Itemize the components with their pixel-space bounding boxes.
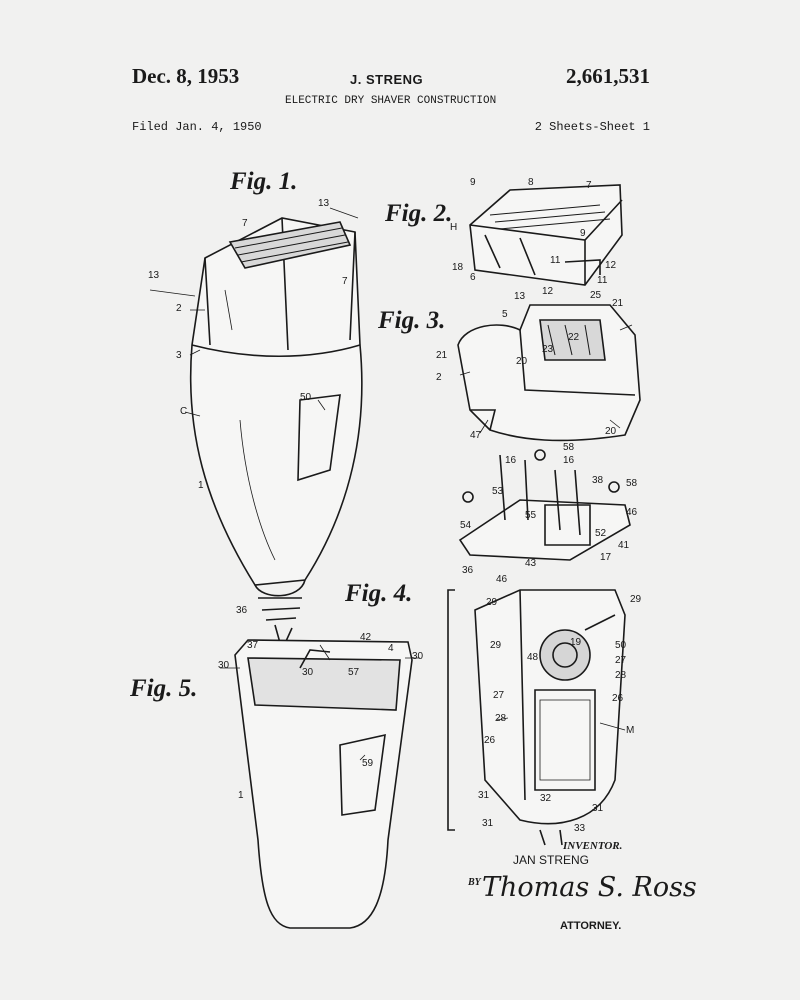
ref-numeral: 22 [568, 332, 580, 343]
fig4-exploded-motor-drawing [447, 449, 631, 846]
ref-numeral: 54 [460, 520, 472, 531]
by-label: BY [468, 877, 481, 888]
ref-numeral: 30 [302, 667, 314, 678]
ref-numeral: 28 [495, 713, 507, 724]
ref-numeral: 29 [486, 597, 498, 608]
ref-numeral: 13 [148, 270, 160, 281]
ref-numeral: 53 [492, 486, 504, 497]
ref-numeral: 3 [176, 350, 182, 361]
ref-numeral: 50 [300, 392, 312, 403]
ref-numeral: 46 [496, 574, 508, 585]
fig1-shaver-drawing [189, 217, 363, 653]
ref-numeral: 26 [612, 693, 624, 704]
ref-numeral: 18 [452, 262, 464, 273]
attorney-signature: Thomas S. Ross [482, 872, 697, 903]
ref-numeral: 30 [412, 651, 424, 662]
patent-date: Dec. 8, 1953 [132, 64, 240, 88]
fig3-frame-drawing [457, 304, 641, 442]
inventor-label: INVENTOR. [563, 840, 623, 852]
ref-numeral: 9 [580, 228, 586, 239]
ref-numeral: 32 [540, 793, 552, 804]
ref-numeral: 25 [590, 290, 602, 301]
ref-numeral: 29 [630, 594, 642, 605]
ref-numeral: 8 [528, 177, 534, 188]
ref-numeral: 6 [470, 272, 476, 283]
reference-leader-lines [149, 207, 633, 761]
ref-numeral: 58 [563, 442, 575, 453]
ref-numeral: 13 [514, 291, 526, 302]
ref-numeral: 47 [470, 430, 482, 441]
ref-numeral: 12 [542, 286, 554, 297]
ref-numeral: 55 [525, 510, 537, 521]
ref-numeral: M [626, 725, 635, 736]
attorney-label: ATTORNEY. [560, 920, 622, 932]
ref-numeral: 59 [362, 758, 374, 769]
ref-numeral: 5 [502, 309, 508, 320]
ref-numeral: 23 [542, 344, 554, 355]
ref-numeral: 1 [198, 480, 204, 491]
ref-numeral: 41 [618, 540, 630, 551]
ref-numeral: 16 [563, 455, 575, 466]
inventor-name: JAN STRENG [513, 853, 590, 867]
fig2-cutter-head-drawing [469, 184, 623, 286]
patent-title: ELECTRIC DRY SHAVER CONSTRUCTION [285, 95, 497, 107]
fig5-label: Fig. 5. [130, 675, 198, 702]
ref-numeral: H [450, 222, 458, 233]
ref-numeral: 58 [626, 478, 638, 489]
fig1-label: Fig. 1. [230, 168, 298, 195]
ref-numeral: 27 [615, 655, 627, 666]
patent-number: 2,661,531 [566, 64, 650, 88]
ref-numeral: 11 [597, 275, 608, 286]
ref-numeral: 17 [600, 552, 612, 563]
ref-numeral: 1 [238, 790, 244, 801]
ref-numeral: 2 [176, 303, 182, 314]
ref-numeral: 48 [527, 652, 539, 663]
sheet-count: 2 Sheets-Sheet 1 [534, 120, 650, 134]
ref-numeral: 20 [516, 356, 528, 367]
ref-numeral: 9 [470, 177, 476, 188]
ref-numeral: 12 [605, 260, 617, 271]
ref-numeral: 28 [615, 670, 627, 681]
ref-numeral: 38 [592, 475, 604, 486]
ref-numeral: 27 [493, 690, 505, 701]
ref-numeral: 37 [247, 640, 259, 651]
fig5-cap-drawing [234, 639, 413, 929]
ref-numeral: 31 [482, 818, 494, 829]
ref-numeral: 4 [388, 643, 394, 654]
ref-numeral: 13 [318, 198, 330, 209]
ref-numeral: 30 [218, 660, 230, 671]
fig3-label: Fig. 3. [378, 307, 446, 334]
ref-numeral: 11 [550, 255, 561, 266]
ref-numeral: 26 [484, 735, 496, 746]
ref-numeral: 36 [462, 565, 474, 576]
ref-numeral: 2 [436, 372, 442, 383]
ref-numeral: 31 [478, 790, 490, 801]
ref-numeral: 21 [612, 298, 624, 309]
ref-numeral: 7 [242, 218, 248, 229]
ref-numeral: 20 [605, 426, 617, 437]
ref-numeral: 33 [574, 823, 586, 834]
ref-numeral: 57 [348, 667, 360, 678]
ref-numeral: 31 [592, 803, 604, 814]
fig2-label: Fig. 2. [385, 200, 453, 227]
inventor-header: J. STRENG [350, 72, 424, 87]
ref-numeral: 16 [505, 455, 517, 466]
filed-date: Filed Jan. 4, 1950 [132, 120, 262, 134]
ref-numeral: 19 [570, 637, 582, 648]
ref-numeral: 7 [342, 276, 348, 287]
ref-numeral: C [180, 406, 188, 417]
ref-numeral: 50 [615, 640, 627, 651]
ref-numeral: 7 [586, 180, 592, 191]
ref-numeral: 43 [525, 558, 537, 569]
ref-numeral: 42 [360, 632, 372, 643]
fig4-label: Fig. 4. [345, 580, 413, 607]
ref-numeral: 29 [490, 640, 502, 651]
ref-numeral: 21 [436, 350, 448, 361]
ref-numeral: 36 [236, 605, 248, 616]
ref-numeral: 46 [626, 507, 638, 518]
ref-numeral: 52 [595, 528, 607, 539]
